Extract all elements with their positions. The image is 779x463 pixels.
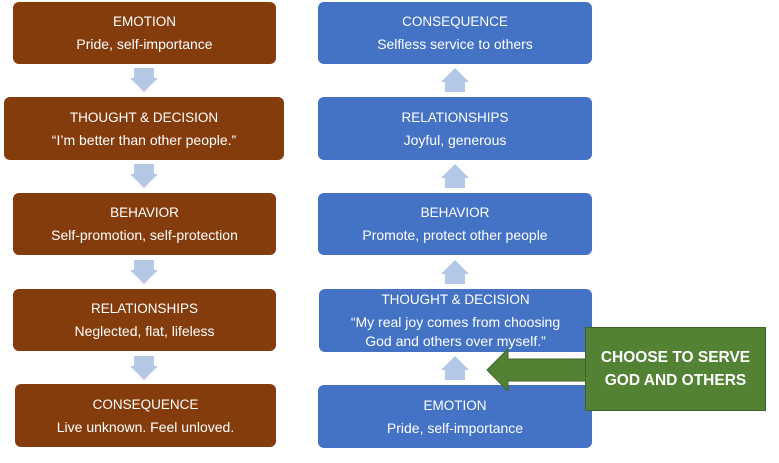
left-behavior-box: BEHAVIOR Self-promotion, self-protection — [13, 193, 276, 255]
box-title: THOUGHT & DECISION — [69, 109, 219, 125]
box-text: “My real joy comes from choosing — [350, 314, 561, 330]
box-title: THOUGHT & DECISION — [381, 292, 530, 307]
right-emotion-box: EMOTION Pride, self-importance — [318, 385, 592, 448]
arrow-up-icon — [441, 68, 469, 92]
left-thought-box: THOUGHT & DECISION “I’m better than othe… — [4, 97, 284, 160]
box-text: Joyful, generous — [403, 131, 507, 148]
box-text: Selfless service to others — [377, 36, 533, 52]
box-title: CONSEQUENCE — [402, 14, 508, 29]
box-text: “I’m better than other people.” — [51, 131, 237, 148]
callout-line1: CHOOSE TO SERVE — [600, 349, 751, 366]
right-consequence-box: CONSEQUENCE Selfless service to others — [318, 2, 592, 64]
box-text: Self-promotion, self-protection — [51, 227, 238, 243]
left-relationships-box: RELATIONSHIPS Neglected, flat, lifeless — [13, 289, 276, 351]
callout-line2: GOD AND OTHERS — [604, 372, 747, 389]
arrow-down-icon — [130, 356, 158, 380]
box-text: Live unknown. Feel unloved. — [56, 418, 235, 435]
box-title: RELATIONSHIPS — [401, 109, 509, 125]
right-relationships-box: RELATIONSHIPS Joyful, generous — [318, 97, 592, 160]
box-title: BEHAVIOR — [110, 205, 179, 220]
box-text: Neglected, flat, lifeless — [74, 323, 215, 339]
arrow-down-icon — [130, 68, 158, 92]
left-emotion-box: EMOTION Pride, self-importance — [13, 2, 276, 64]
box-text-line2: God and others over myself.” — [365, 333, 546, 349]
left-consequence-box: CONSEQUENCE Live unknown. Feel unloved. — [15, 384, 276, 447]
box-text: Pride, self-importance — [386, 419, 524, 436]
box-title: CONSEQUENCE — [92, 396, 199, 412]
box-title: BEHAVIOR — [420, 205, 490, 220]
box-text: Promote, protect other people — [362, 227, 548, 243]
arrow-down-icon — [130, 164, 158, 188]
arrow-up-icon — [441, 356, 469, 380]
box-text: Pride, self-importance — [76, 36, 213, 52]
arrow-left-icon — [486, 348, 588, 392]
box-title: EMOTION — [423, 397, 487, 413]
right-thought-box: THOUGHT & DECISION “My real joy comes fr… — [319, 289, 592, 352]
box-title: RELATIONSHIPS — [90, 301, 199, 316]
choose-to-serve-callout: CHOOSE TO SERVE GOD AND OTHERS — [585, 327, 766, 411]
arrow-up-icon — [441, 260, 469, 284]
box-title: EMOTION — [113, 14, 176, 29]
right-behavior-box: BEHAVIOR Promote, protect other people — [318, 193, 592, 255]
arrow-down-icon — [130, 260, 158, 284]
arrow-up-icon — [441, 164, 469, 188]
